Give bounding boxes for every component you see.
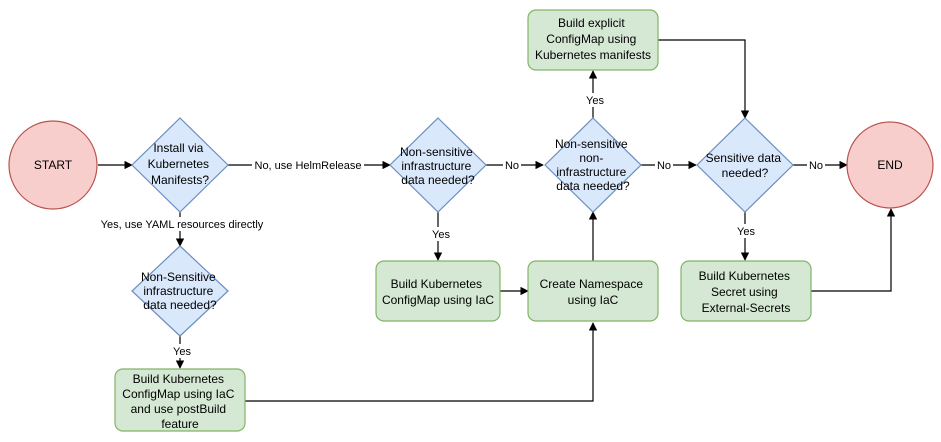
end-node: END (846, 121, 934, 209)
process-build-configmap-postbuild-label: Build Kubernetes ConfigMap using IaC and… (122, 372, 237, 431)
edge-label-no-helmrelease: No, use HelmRelease (255, 160, 362, 172)
decision-sensitive-data: Sensitive data needed? (696, 117, 794, 213)
edge-label-yes-3: Yes (737, 226, 755, 238)
decision-nonsensitive-infra-top: Non-sensitive infrastructure data needed… (389, 117, 487, 213)
edge-label-no-1: No (505, 160, 519, 172)
edge-label-no-3: No (809, 160, 823, 172)
process-build-configmap-iac: Build Kubernetes ConfigMap using IaC (375, 260, 501, 322)
edge-build-postbuild-to-create-ns (245, 322, 598, 402)
start-node: START (8, 120, 98, 210)
edge-label-yes-4: Yes (173, 346, 191, 358)
process-build-explicit-configmap-label: Build explicit ConfigMap using Kubernete… (535, 16, 651, 62)
decision-nonsensitive-infra-top-label: Non-sensitive infrastructure data needed… (400, 145, 476, 187)
edge-labels: No, use HelmRelease Yes, use YAML resour… (100, 93, 825, 358)
start-label: START (34, 158, 73, 172)
edge-build-explicit-to-sensitive (658, 39, 750, 119)
edge-label-yes-2: Yes (586, 95, 604, 107)
edge-label-no-2: No (657, 160, 671, 172)
edge-label-yes-yaml: Yes, use YAML resources directly (101, 219, 264, 231)
process-create-namespace: Create Namespace using IaC (527, 260, 659, 322)
decision-install-via-manifests-label: Install via Kubernetes Manifests? (148, 141, 213, 187)
decision-nonsensitive-noninfra: Non-sensitive non- infrastructure data n… (544, 117, 642, 213)
edge-label-yes-1: Yes (432, 229, 450, 241)
process-create-namespace-label: Create Namespace using IaC (540, 277, 647, 307)
edge-build-secret-to-end (811, 208, 896, 292)
decision-install-via-manifests: Install via Kubernetes Manifests? (131, 117, 229, 213)
decision-nonsensitive-infra-bottom-label: Non-Sensitive infrastructure data needed… (141, 270, 219, 312)
decision-nonsensitive-infra-bottom: Non-Sensitive infrastructure data needed… (131, 245, 229, 337)
process-build-secret: Build Kubernetes Secret using External-S… (680, 260, 812, 322)
process-build-configmap-postbuild: Build Kubernetes ConfigMap using IaC and… (114, 368, 246, 432)
decision-sensitive-data-label: Sensitive data needed? (706, 151, 785, 180)
process-build-configmap-iac-label: Build Kubernetes ConfigMap using IaC (382, 277, 494, 307)
decision-nonsensitive-noninfra-label: Non-sensitive non- infrastructure data n… (555, 137, 631, 193)
end-label: END (877, 158, 903, 172)
process-build-secret-label: Build Kubernetes Secret using External-S… (699, 269, 794, 315)
process-build-explicit-configmap: Build explicit ConfigMap using Kubernete… (527, 9, 659, 71)
